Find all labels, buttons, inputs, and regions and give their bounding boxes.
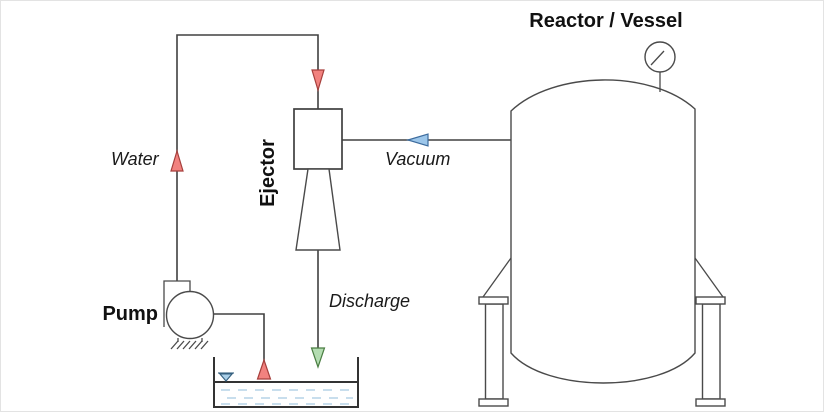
water-fill	[221, 389, 353, 405]
vacuum-left-arrow-icon	[405, 133, 429, 147]
discharge-label: Discharge	[329, 291, 410, 311]
gauge-icon	[644, 41, 676, 92]
ejector-body	[293, 108, 343, 170]
right-leg-brace	[694, 257, 724, 298]
pump-casing-circle	[165, 290, 215, 340]
water-up-arrow-icon	[170, 148, 184, 172]
vacuum-label: Vacuum	[385, 149, 450, 169]
pump-suction-pipe	[191, 313, 265, 379]
reactor-vessel-title: Reactor / Vessel	[529, 10, 682, 32]
pump-label: Pump	[102, 303, 158, 325]
pump-volute	[163, 280, 191, 327]
right-leg	[695, 296, 726, 407]
ejector-label: Ejector	[257, 139, 279, 207]
left-leg-brace	[482, 257, 512, 298]
ejector-inlet-down-arrow-icon	[311, 69, 325, 93]
ejector-diffuser	[295, 168, 341, 251]
discharge-down-arrow-icon	[310, 347, 326, 369]
reactor-vessel	[478, 41, 726, 407]
water-tank	[213, 357, 359, 408]
level-indicator-icon	[218, 372, 234, 382]
left-leg	[478, 296, 509, 407]
vessel-shell	[510, 79, 696, 384]
ground-icon	[170, 338, 209, 350]
suction-up-arrow-icon	[256, 358, 272, 380]
water-label: Water	[111, 149, 160, 169]
